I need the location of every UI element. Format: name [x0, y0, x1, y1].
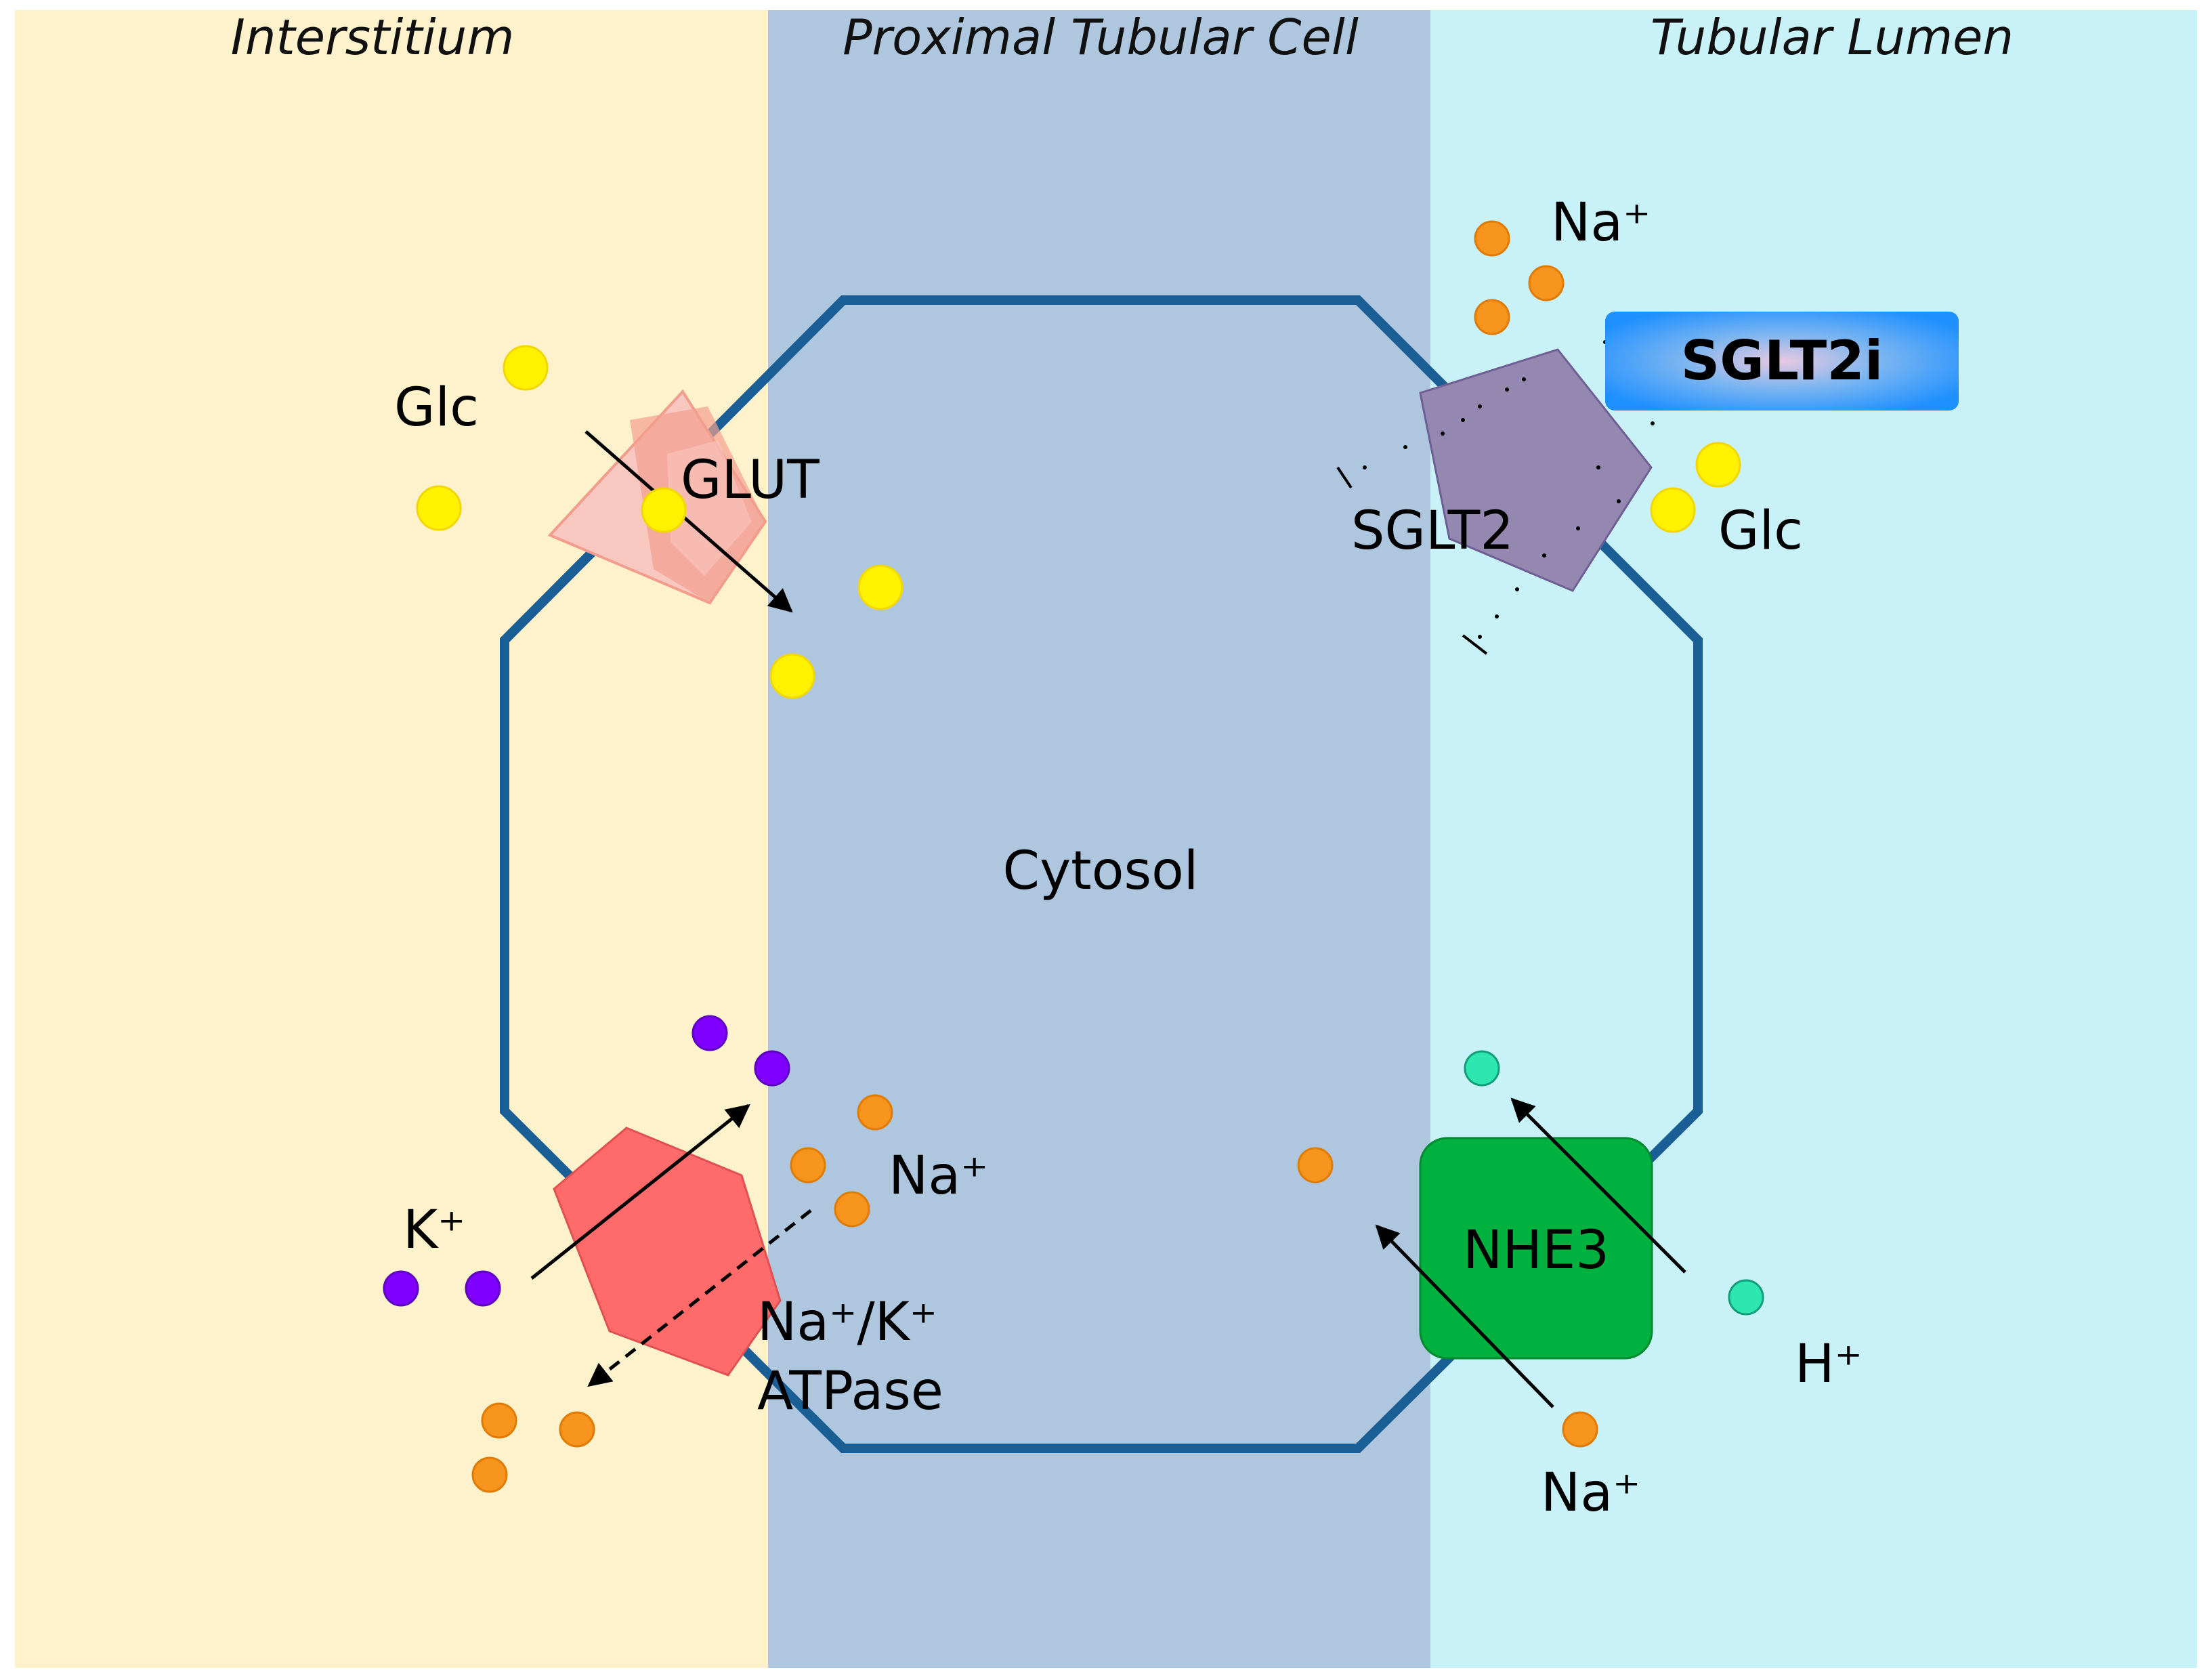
- proton-ions: [1464, 1050, 1764, 1316]
- potassium-ion: [383, 1270, 419, 1307]
- glut-arrow: [584, 430, 793, 613]
- sglt2i-badge: [1605, 312, 1959, 411]
- h-plus-label: H⁺: [1795, 1334, 1863, 1395]
- sodium-ions-nhe3: [1297, 1147, 1598, 1448]
- nhe3-exchanger: [1419, 1137, 1653, 1360]
- sodium-ion: [790, 1147, 826, 1183]
- k-plus-label: K⁺: [403, 1200, 465, 1261]
- cell-header: Proximal Tubular Cell: [843, 9, 1359, 66]
- glut-label: GLUT: [681, 450, 820, 511]
- na-lumen-top-label: Na⁺: [1551, 192, 1651, 253]
- glc-interstitium-label: Glc: [394, 377, 479, 438]
- sodium-ion: [857, 1094, 893, 1131]
- interstitium-region: [15, 10, 768, 1668]
- lumen-header: Tubular Lumen: [1651, 9, 2014, 66]
- proton-efflux-arrow: [1510, 1097, 1686, 1274]
- sodium-ion: [559, 1411, 595, 1448]
- glucose-molecule: [769, 653, 815, 699]
- sodium-ion: [481, 1402, 517, 1439]
- proton-ion: [1464, 1050, 1500, 1087]
- proton-ion: [1728, 1279, 1764, 1316]
- glucose-molecule: [416, 485, 462, 531]
- glc-lumen-label: Glc: [1718, 501, 1803, 562]
- na-k-atpase: [553, 1127, 782, 1377]
- sodium-ion: [1528, 265, 1565, 301]
- sodium-ion: [834, 1191, 870, 1228]
- k-influx-arrow: [530, 1104, 750, 1280]
- sglt2-tick: [1462, 634, 1488, 655]
- lumen-region: [1430, 10, 2197, 1668]
- sodium-ions-atpase: [471, 1094, 893, 1493]
- glucose-molecule: [1650, 487, 1696, 533]
- sodium-ion: [1562, 1411, 1598, 1448]
- sodium-ion: [1474, 299, 1510, 335]
- atpase-label-line1: Na⁺/K⁺: [757, 1292, 937, 1353]
- sodium-ion: [1297, 1147, 1334, 1183]
- nhe3-label: NHE3: [1463, 1220, 1609, 1281]
- sglt2-label: SGLT2: [1351, 501, 1514, 562]
- sglt2-transporter: [1419, 348, 1653, 592]
- atpase-label-line2: ATPase: [757, 1361, 943, 1422]
- potassium-ion: [754, 1050, 790, 1087]
- glucose-molecule: [857, 564, 903, 610]
- potassium-ion: [692, 1015, 728, 1051]
- sglt2-tick: [1336, 466, 1353, 489]
- na-efflux-arrow: [587, 1209, 812, 1387]
- cell-region: [768, 10, 1430, 1668]
- glucose-molecules: [416, 345, 1741, 699]
- cytosol-label: Cytosol: [1003, 841, 1199, 902]
- na-atpase-label: Na⁺: [889, 1146, 988, 1207]
- sodium-ion: [471, 1456, 508, 1493]
- na-influx-arrow: [1375, 1224, 1554, 1408]
- glucose-molecule: [1695, 442, 1741, 488]
- sglt2i-label: SGLT2i: [1681, 329, 1884, 392]
- na-lumen-bottom-label: Na⁺: [1541, 1463, 1640, 1524]
- glucose-molecule: [641, 487, 687, 533]
- glucose-molecule: [503, 345, 549, 391]
- interstitium-header: Interstitium: [231, 9, 515, 66]
- sodium-ion: [1474, 220, 1510, 257]
- potassium-ions: [383, 1015, 790, 1307]
- potassium-ion: [465, 1270, 501, 1307]
- sodium-ions-lumen-top: [1474, 220, 1565, 335]
